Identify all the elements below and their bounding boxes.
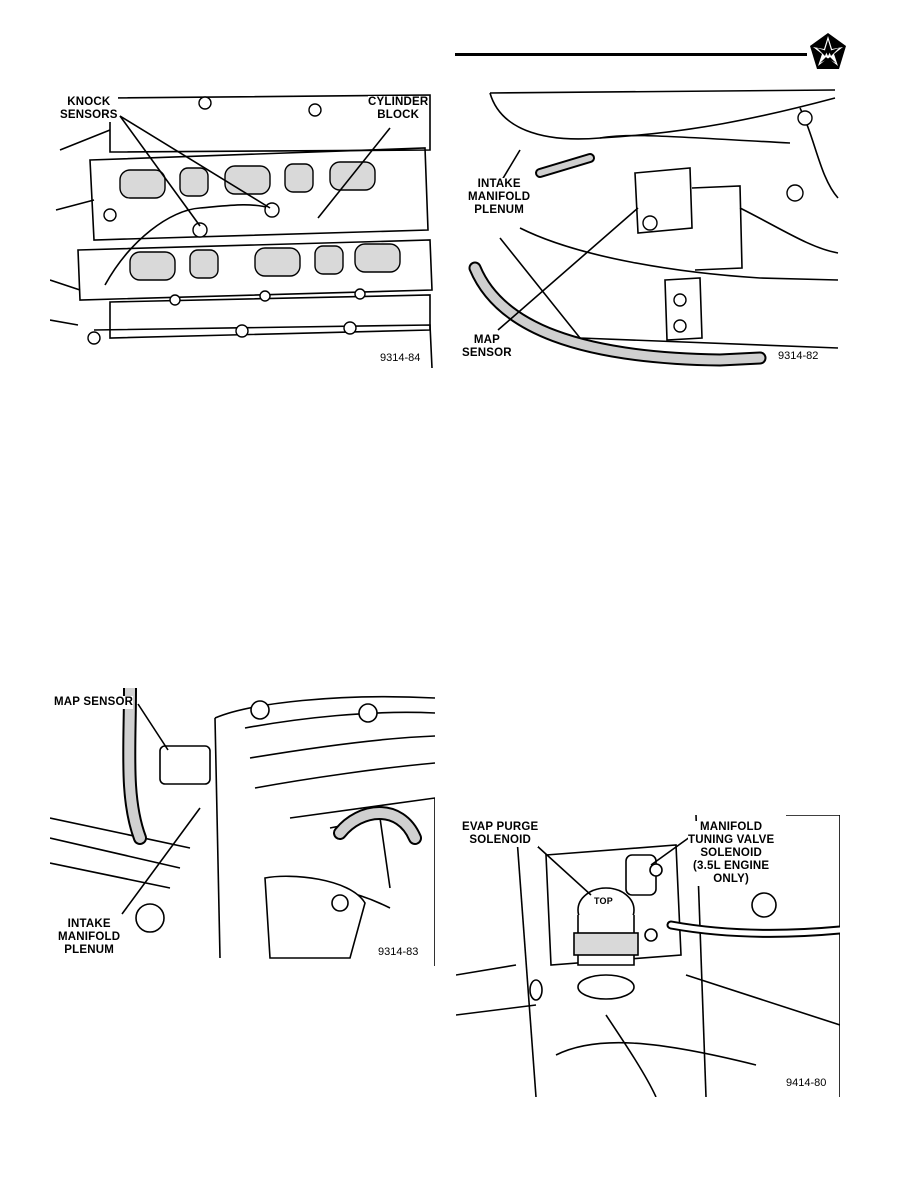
figure-number: 9414-80 — [784, 1077, 829, 1089]
label-map-sensor: MAP SENSOR — [462, 334, 512, 360]
figure-map-sensor-location: MAP SENSOR INTAKE MANIFOLD PLENUM 9314-8… — [50, 688, 435, 966]
header-rule — [455, 53, 807, 56]
evap-solenoid-illustration — [456, 815, 840, 1097]
intake-illustration — [50, 688, 435, 966]
figure-number: 9314-84 — [378, 352, 423, 364]
label-knock-sensors: KNOCK SENSORS — [60, 96, 118, 122]
figure-map-sensor-plenum: INTAKE MANIFOLD PLENUM MAP SENSOR 9314-8… — [460, 88, 840, 373]
figure-evap-purge: EVAP PURGE SOLENOID MANIFOLD TUNING VALV… — [456, 815, 840, 1097]
label-manifold-tuning-valve-solenoid: MANIFOLD TUNING VALVE SOLENOID (3.5L ENG… — [688, 821, 775, 886]
label-top-marking: TOP — [594, 896, 613, 906]
label-map-sensor: MAP SENSOR — [54, 696, 134, 709]
label-evap-purge-solenoid: EVAP PURGE SOLENOID — [462, 821, 539, 847]
engine-block-illustration — [50, 94, 433, 368]
figure-number: 9314-82 — [776, 350, 821, 362]
figure-knock-sensors: KNOCK SENSORS CYLINDER BLOCK 9314-84 — [50, 90, 435, 368]
label-intake-manifold-plenum: INTAKE MANIFOLD PLENUM — [468, 178, 531, 217]
plenum-illustration — [468, 89, 839, 367]
label-cylinder-block: CYLINDER BLOCK — [368, 96, 429, 122]
pentastar-logo-icon — [810, 33, 846, 69]
figure-number: 9314-83 — [376, 946, 421, 958]
label-intake-manifold-plenum: INTAKE MANIFOLD PLENUM — [58, 918, 121, 957]
